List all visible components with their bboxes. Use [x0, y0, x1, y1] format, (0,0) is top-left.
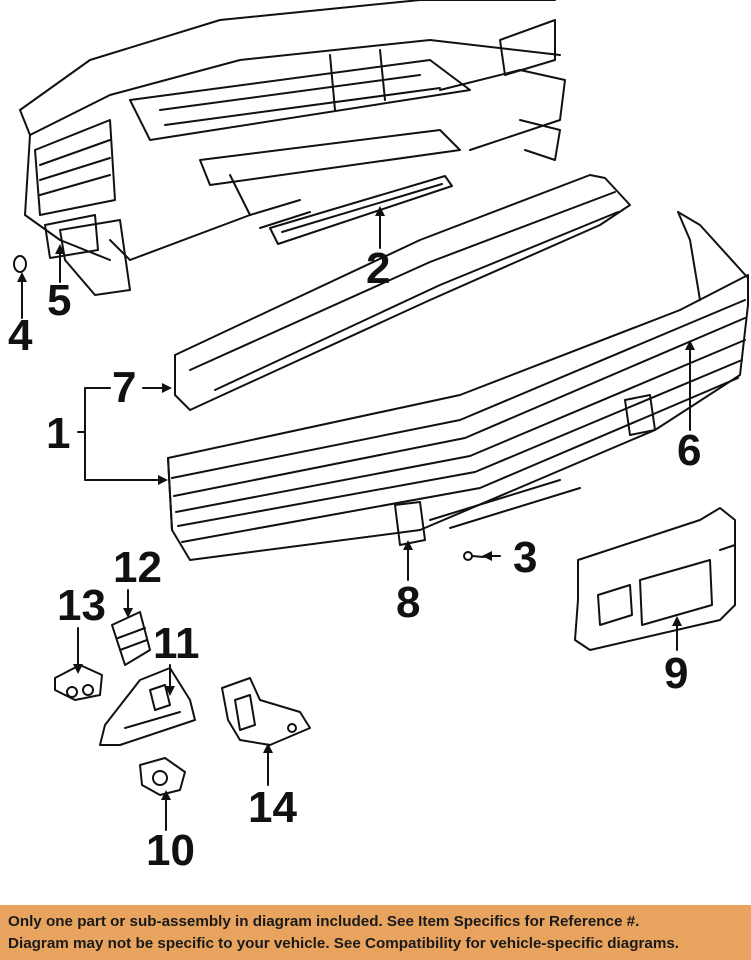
arrowheads [17, 206, 695, 800]
callout-13: 13 [57, 581, 106, 630]
callout-10: 10 [146, 826, 195, 875]
callout-11: 11 [153, 619, 200, 668]
part-2-trim-strip [269, 175, 453, 245]
part-9-license-bracket [574, 507, 736, 651]
part-12-clip [111, 611, 151, 666]
callout-12: 12 [113, 543, 162, 592]
callout-3: 3 [513, 533, 537, 582]
disclaimer-banner: Only one part or sub-assembly in diagram… [0, 905, 751, 960]
part-14-side-bracket [221, 677, 311, 746]
parts-diagram: 1 2 3 4 5 6 7 8 9 10 11 12 13 14 [8, 0, 749, 875]
disclaimer-line-1: Only one part or sub-assembly in diagram… [8, 913, 640, 930]
callout-2: 2 [366, 244, 390, 293]
callout-14: 14 [248, 783, 297, 832]
callout-1: 1 [46, 409, 70, 458]
callout-9: 9 [664, 649, 688, 698]
part-4-clip [13, 255, 27, 273]
disclaimer-line-2: Diagram may not be specific to your vehi… [8, 935, 679, 952]
vehicle-front-structure [19, 0, 566, 296]
callout-4: 4 [8, 311, 33, 360]
part-7-absorber [174, 174, 631, 411]
callout-6: 6 [677, 426, 701, 475]
callout-8: 8 [396, 578, 420, 627]
callout-7: 7 [112, 363, 136, 412]
callout-5: 5 [47, 276, 71, 325]
part-6-bumper-cover [167, 211, 749, 561]
part-11-mount-bracket [99, 667, 196, 746]
leader-lines [21, 211, 691, 831]
part-3-bolt [463, 551, 485, 561]
part-10-retainer [139, 757, 186, 796]
